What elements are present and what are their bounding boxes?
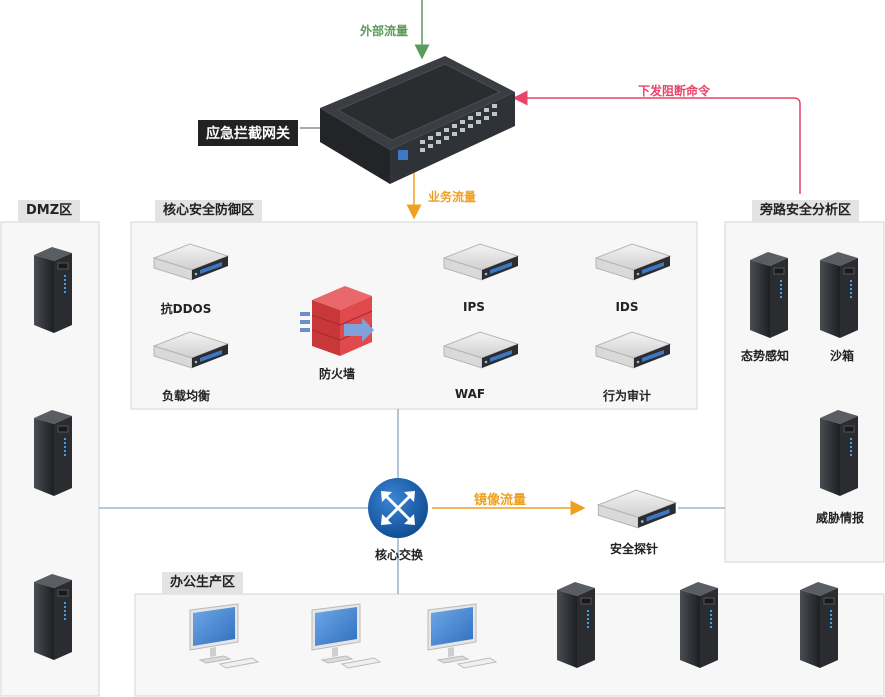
dmz-server-3-icon: [33, 573, 73, 661]
office-server-2-icon: [679, 581, 719, 669]
device-label-sandbox: 沙箱: [829, 349, 855, 363]
dmz-server-2-icon: [33, 409, 73, 497]
device-label-anti-ddos: 抗DDOS: [160, 302, 212, 316]
bypass-zone-label: 旁路安全分析区: [752, 200, 860, 222]
device-label-situation-awareness: 态势感知: [740, 349, 790, 363]
office-zone: [134, 593, 885, 697]
core-zone: [130, 221, 698, 410]
office-server-1-icon: [556, 581, 596, 669]
gateway-device-icon: [300, 56, 515, 184]
office-zone-label: 办公生产区: [162, 572, 244, 594]
device-label-firewall: 防火墙: [318, 367, 356, 381]
links: [99, 409, 725, 594]
block-command-arrow: [512, 90, 801, 194]
threat-intel-server-icon: [819, 409, 859, 497]
sandbox-server-icon: [819, 251, 859, 339]
core-switch-icon: [368, 478, 428, 538]
gateway-label: 应急拦截网关: [198, 120, 298, 146]
device-label-audit: 行为审计: [602, 389, 652, 403]
dmz-server-1-icon: [33, 246, 73, 334]
device-label-waf: WAF: [454, 387, 486, 401]
block-command-label: 下发阻断命令: [638, 84, 711, 98]
device-label-ips: IPS: [463, 300, 485, 314]
device-label-threat-intel: 威胁情报: [815, 511, 865, 525]
office-server-3-icon: [799, 581, 839, 669]
business-flow-label: 业务流量: [428, 190, 477, 204]
core-zone-label: 核心安全防御区: [155, 200, 263, 222]
mirror-flow-label: 镜像流量: [474, 493, 527, 508]
situation-awareness-server-icon: [749, 251, 789, 339]
probe-rack-icon: [597, 489, 677, 529]
external-flow-label: 外部流量: [360, 24, 409, 38]
device-label-load-balancer: 负载均衡: [161, 389, 211, 403]
device-label-ids: IDS: [615, 300, 639, 314]
core-switch-label: 核心交换: [374, 548, 424, 562]
probe-label: 安全探针: [609, 542, 659, 556]
firewall-icon: [300, 286, 374, 356]
dmz-zone-label: DMZ区: [18, 200, 81, 222]
